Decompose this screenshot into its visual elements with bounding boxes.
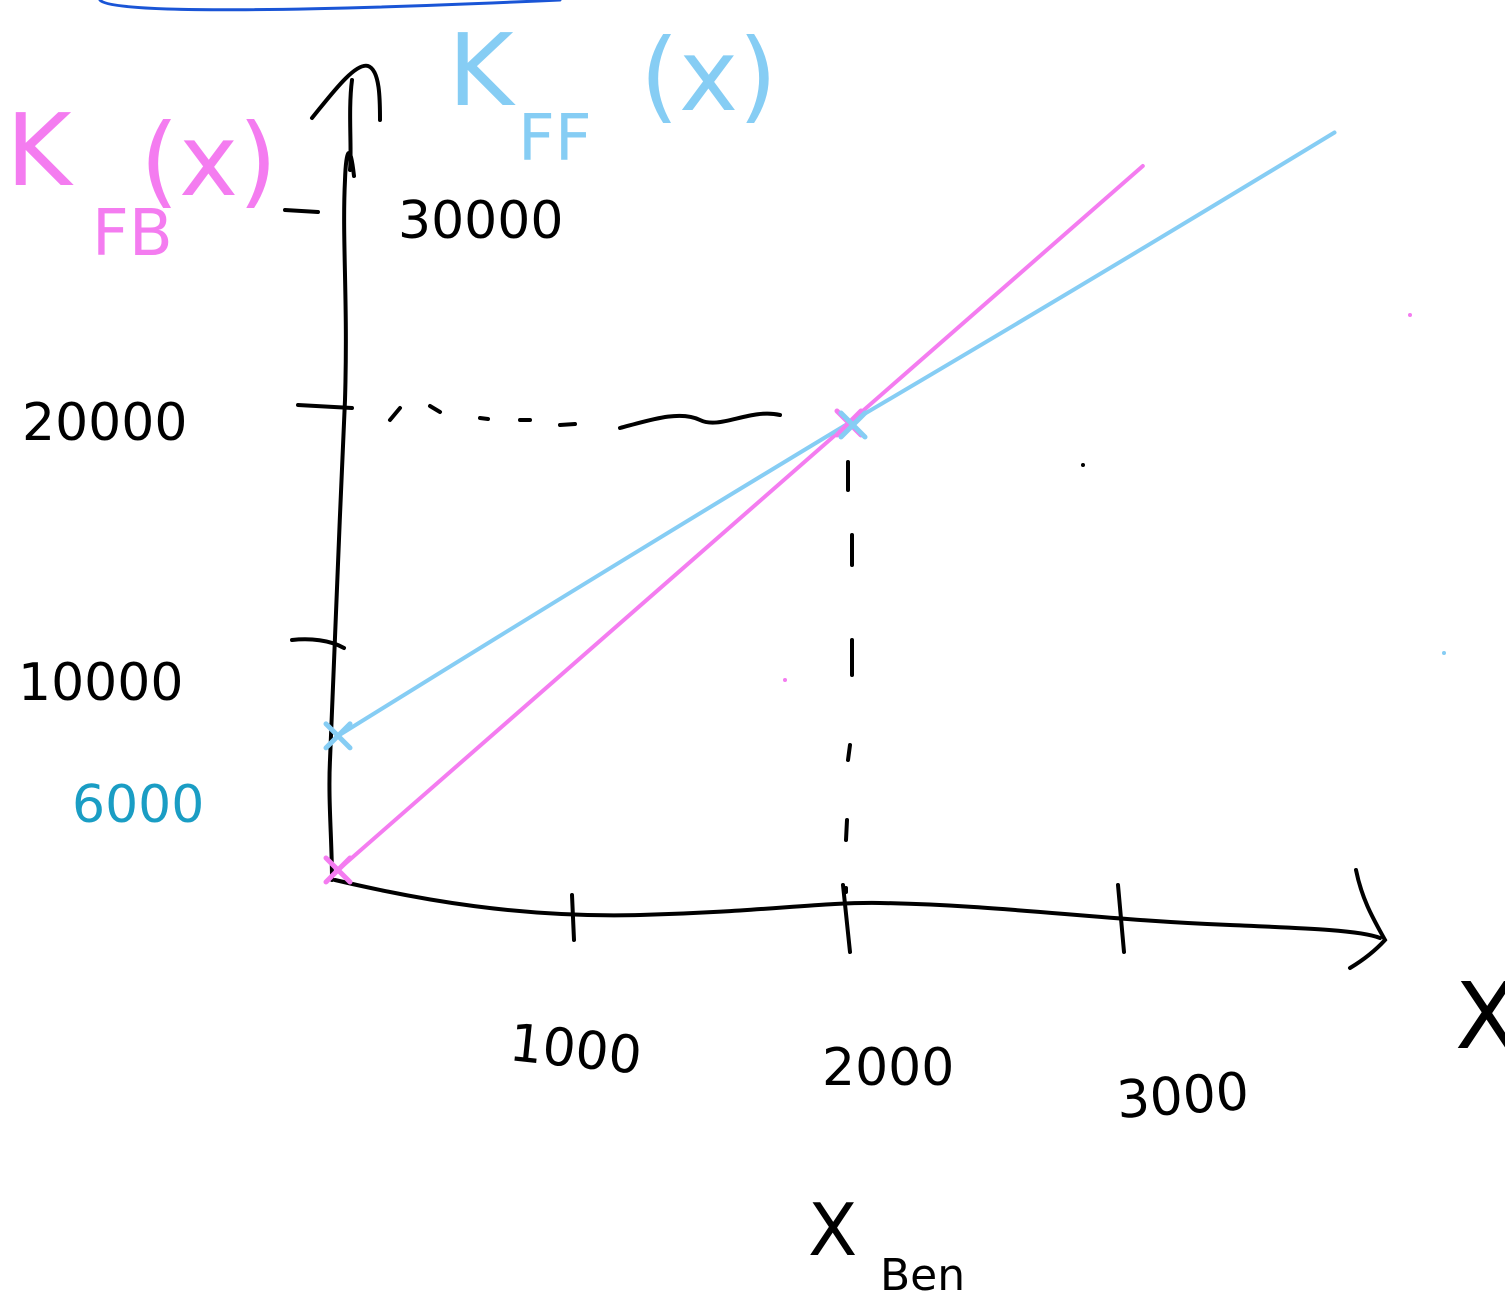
series-label-fb-subscript: FB — [92, 197, 173, 271]
series-label-ff-name: K — [448, 12, 516, 129]
y-axis-line — [327, 150, 356, 882]
stray-dot — [1442, 651, 1446, 655]
series-label-ff-subscript: FF — [518, 102, 592, 176]
top-stroke — [98, 0, 562, 12]
stray-dot — [783, 678, 787, 682]
stray-dot — [1408, 313, 1412, 317]
marker-intersection-ff — [838, 410, 868, 440]
y-tick-20000 — [296, 403, 354, 410]
marker-fb-start — [323, 855, 353, 885]
x-tick-1000 — [570, 893, 576, 942]
x-tick-label-1000: 1000 — [507, 1013, 645, 1087]
y-axis-upper — [348, 78, 354, 172]
y-tick-10000 — [290, 637, 346, 650]
x-axis-label: X — [1455, 963, 1505, 1070]
y-tick-label-10000: 10000 — [18, 653, 183, 713]
x-tick-label-2000: 2000 — [822, 1038, 954, 1098]
series-line-fb — [336, 164, 1145, 872]
y-intercept-label-6000: 6000 — [72, 775, 204, 835]
y-tick-30000 — [283, 208, 320, 214]
guide-horizontal — [388, 404, 782, 430]
y-tick-label-20000: 20000 — [22, 393, 187, 453]
marker-layer — [323, 408, 868, 885]
x-tick-2000 — [841, 883, 852, 954]
x-axis-arrow — [1348, 868, 1388, 970]
guide-vertical — [844, 460, 854, 894]
x-marker-label: X — [808, 1188, 857, 1272]
x-axis-line — [333, 878, 1382, 940]
x-tick-3000 — [1116, 883, 1126, 954]
y-tick-label-30000: 30000 — [398, 191, 563, 251]
series-label-ff: K FF (x) — [448, 12, 777, 176]
series-label-fb-name: K — [6, 92, 74, 209]
x-tick-label-3000: 3000 — [1115, 1062, 1251, 1131]
stray-dot — [1081, 463, 1085, 467]
series-label-fb: K FB (x) — [6, 92, 277, 271]
y-axis-arrow — [310, 63, 382, 122]
marker-ff-start — [323, 721, 353, 751]
x-marker-subscript: Ben — [880, 1250, 965, 1301]
series-label-ff-suffix: (x) — [640, 17, 777, 134]
series-label-fb-suffix: (x) — [140, 102, 277, 219]
